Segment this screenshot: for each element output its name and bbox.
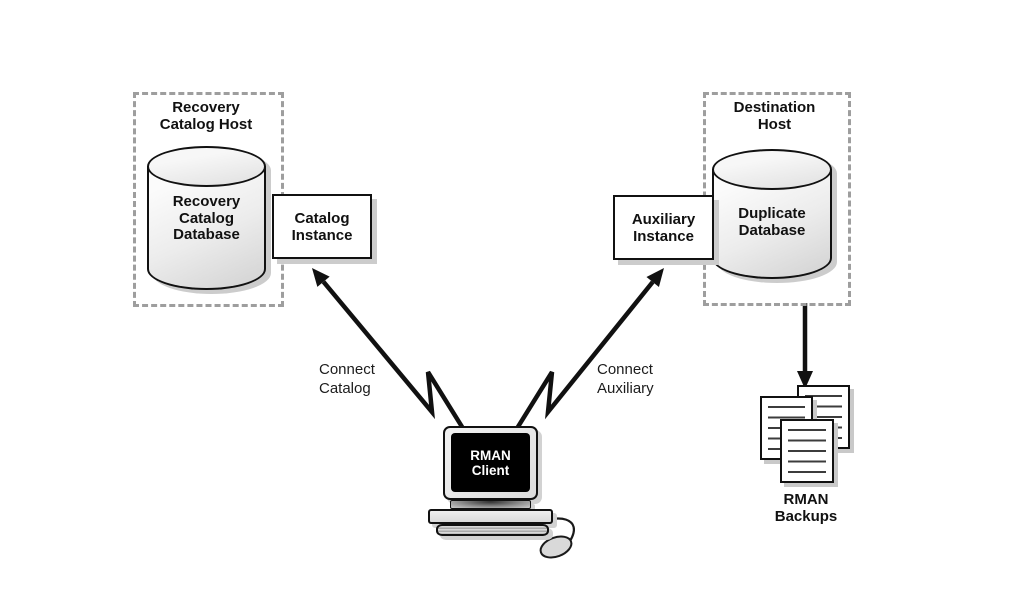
recovery-catalog-database-label: Recovery Catalog Database bbox=[172, 193, 241, 243]
keyboard-icon bbox=[436, 524, 549, 536]
catalog-instance-box: Catalog Instance bbox=[272, 194, 372, 259]
rman-client-icon: RMAN Client bbox=[420, 418, 585, 568]
monitor-stand bbox=[450, 500, 531, 509]
monitor-icon: RMAN Client bbox=[443, 426, 538, 500]
document-text-lines bbox=[788, 429, 826, 475]
connect-auxiliary-label: Connect Auxiliary bbox=[597, 361, 654, 397]
connect-catalog-arrow bbox=[311, 267, 466, 432]
rman-client-label: RMAN bbox=[470, 447, 511, 463]
cylinder-top bbox=[712, 149, 832, 190]
rman-backups-label: RMAN Backups bbox=[774, 491, 838, 525]
mouse-icon bbox=[539, 535, 573, 559]
recovery-catalog-database-cylinder-icon: Recovery Catalog Database bbox=[147, 146, 266, 290]
duplicate-database-label: Duplicate Database bbox=[738, 205, 806, 239]
auxiliary-instance-box: Auxiliary Instance bbox=[613, 195, 714, 260]
connect-catalog-label: Connect Catalog bbox=[319, 361, 375, 397]
auxiliary-instance-label: Auxiliary Instance bbox=[631, 210, 696, 245]
rman-client-label: Client bbox=[471, 462, 510, 478]
backup-document bbox=[780, 419, 834, 483]
destination-host-label: Destination Host bbox=[733, 99, 816, 133]
recovery-catalog-host-label: Recovery Catalog Host bbox=[159, 99, 253, 133]
connect-auxiliary-arrow bbox=[514, 267, 664, 432]
computer-base bbox=[428, 509, 553, 524]
catalog-instance-label: Catalog Instance bbox=[291, 209, 353, 244]
monitor-screen: RMAN Client bbox=[451, 433, 530, 492]
cylinder-top bbox=[147, 146, 266, 187]
duplicate-database-cylinder-icon: Duplicate Database bbox=[712, 149, 832, 279]
